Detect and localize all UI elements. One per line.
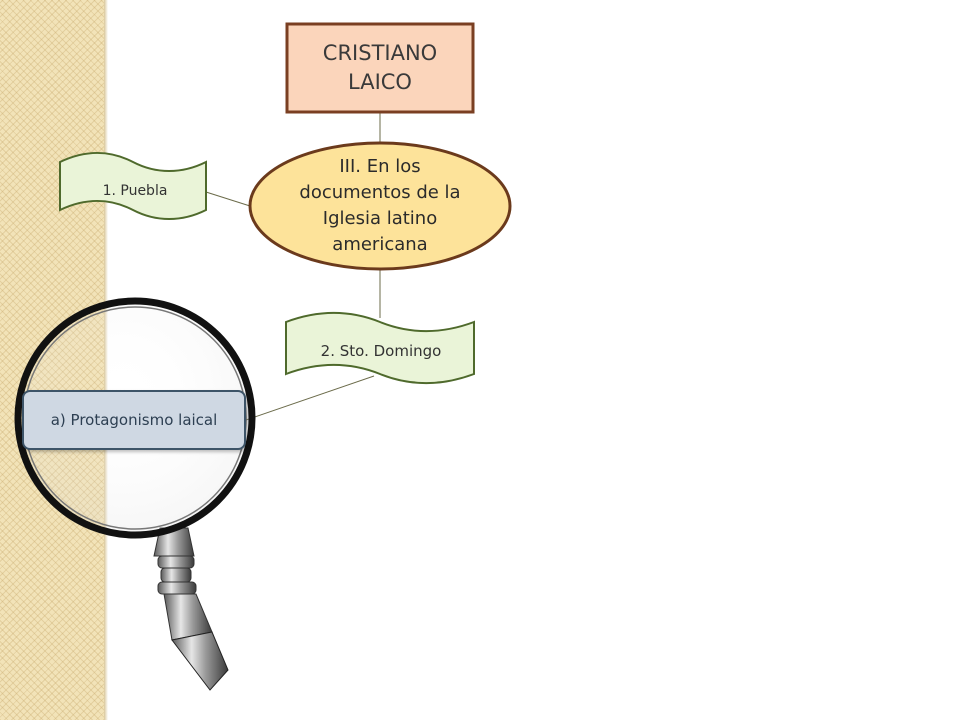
flag-puebla-text: 1. Puebla xyxy=(102,183,168,199)
title-box-text: CRISTIANO LAICO xyxy=(322,41,438,94)
flag-puebla-shape xyxy=(59,152,207,220)
protagonismo-box: a) Protagonismo laical xyxy=(22,390,246,450)
central-ellipse-text: III. En los documentos de la Iglesia lat… xyxy=(299,156,461,255)
central-ellipse-label: III. En los documentos de la Iglesia lat… xyxy=(262,146,498,266)
title-box-shape xyxy=(285,22,475,114)
magnifier-handle xyxy=(153,527,229,691)
protagonismo-text: a) Protagonismo laical xyxy=(50,411,218,429)
central-ellipse-shape xyxy=(248,141,512,271)
connector-stodomingo-protagonismo xyxy=(245,375,375,421)
title-box-label: CRISTIANO LAICO xyxy=(287,25,473,111)
connector-ellipse-puebla xyxy=(205,191,251,207)
flag-stodomingo-label: 2. Sto. Domingo xyxy=(288,326,474,376)
flag-stodomingo-shape xyxy=(285,312,475,384)
flag-stodomingo-text: 2. Sto. Domingo xyxy=(320,342,442,360)
flag-puebla-label: 1. Puebla xyxy=(64,168,206,214)
